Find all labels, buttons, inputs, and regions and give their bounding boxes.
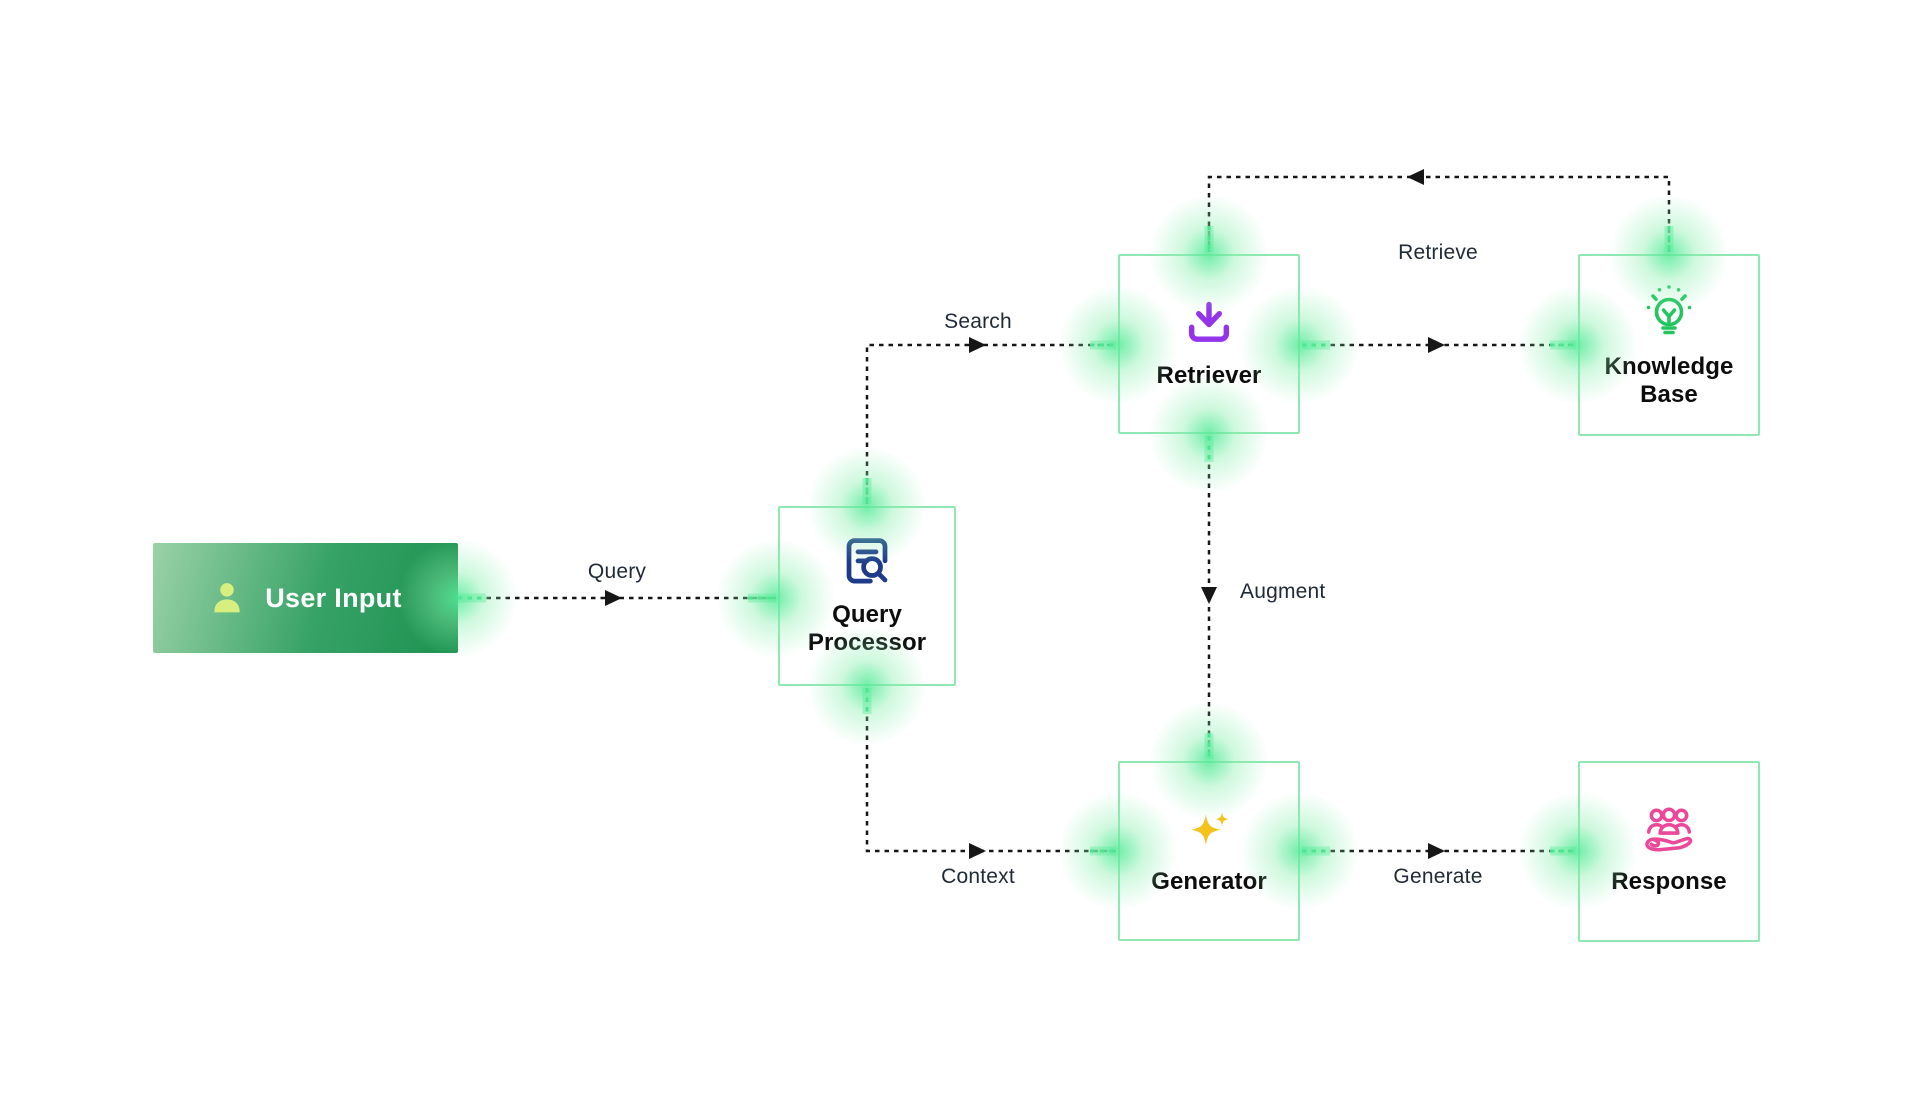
node-query-processor: Query Processor <box>778 506 956 686</box>
edge-label-augment: Augment <box>1240 580 1326 603</box>
edge-label-search: Search <box>944 310 1012 333</box>
edge-label-query: Query <box>587 560 647 583</box>
arrowhead-feedback <box>1407 169 1424 185</box>
node-label-generator: Generator <box>1151 867 1267 895</box>
arrowhead-context <box>969 843 986 859</box>
lightbulb-icon <box>1646 284 1692 334</box>
people-over-hand-icon <box>1645 807 1693 852</box>
node-retriever: Retriever <box>1118 254 1300 434</box>
node-generator: Generator <box>1118 761 1300 941</box>
document-search-icon <box>846 537 888 584</box>
edge-label-context: Context <box>941 865 1015 888</box>
node-label-query-processor: Query Processor <box>807 600 927 656</box>
arrowhead-generate <box>1428 843 1445 859</box>
sparkles-icon <box>1190 812 1229 845</box>
user-icon <box>214 583 240 613</box>
edge-label-generate: Generate <box>1393 865 1483 888</box>
edge-label-retrieve: Retrieve <box>1398 241 1478 264</box>
node-label-user-input: User Input <box>265 582 402 613</box>
node-response: Response <box>1578 761 1760 942</box>
edge-query-processor-to-generator <box>865 688 1116 853</box>
arrowhead-search <box>969 337 986 353</box>
download-icon <box>1188 301 1230 342</box>
node-label-knowledge-base: Knowledge Base <box>1604 352 1734 408</box>
edge-query-processor-to-retriever <box>865 343 1116 504</box>
node-label-retriever: Retriever <box>1156 361 1262 389</box>
arrowhead-query <box>605 590 622 606</box>
node-label-response: Response <box>1611 868 1727 896</box>
node-user-input: User Input <box>153 543 458 653</box>
node-knowledge-base: Knowledge Base <box>1578 254 1760 436</box>
arrowhead-retrieve <box>1428 337 1445 353</box>
arrowhead-augment <box>1201 587 1217 604</box>
